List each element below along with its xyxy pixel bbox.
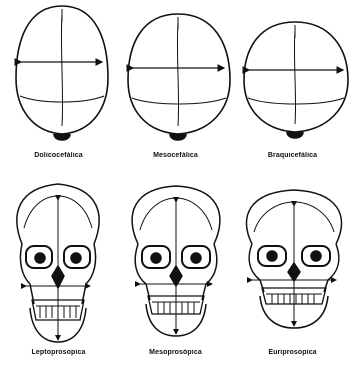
caption-mesocephalic: Mesocefálica <box>117 152 234 159</box>
caption-dolichocephalic: Dolicocefálica <box>0 152 117 159</box>
caption-leptoprosopic: Leptoprosopica <box>0 349 117 356</box>
caption-brachycephalic: Braquicefálica <box>234 152 351 159</box>
caption-euryprosopic: Euriprosopica <box>234 349 351 356</box>
mesocephalic-skull-top-view <box>128 14 230 140</box>
mesoprosopic-skull-front-view <box>132 186 220 336</box>
dolichocephalic-skull-top-view <box>16 6 108 140</box>
brachycephalic-skull-top-view <box>244 22 348 138</box>
euryprosopic-skull-front-view <box>246 190 341 328</box>
caption-mesoprosopic: Mesoprosópica <box>117 349 234 356</box>
leptoprosopic-skull-front-view <box>17 184 99 342</box>
